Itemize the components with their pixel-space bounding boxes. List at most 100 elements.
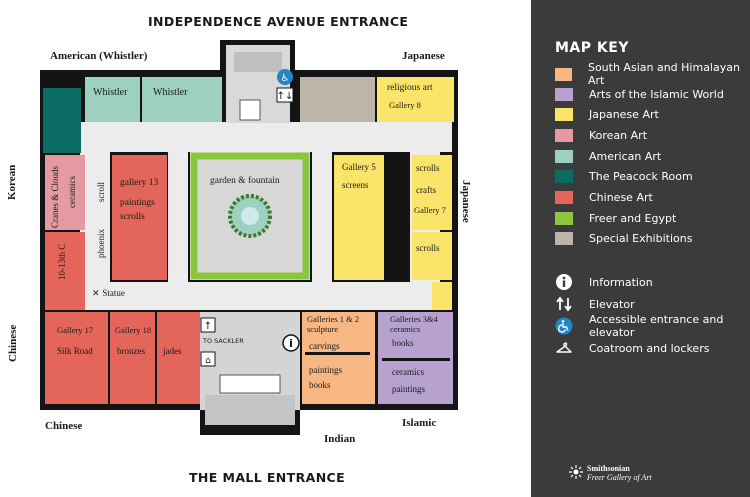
map-key-title: MAP KEY [555,40,629,56]
room-label-scrolls-a: scrolls [416,163,440,173]
label-japanese-right: Japanese [460,180,472,223]
key-row-coatroom: Coatroom and lockers [555,338,709,358]
room-label-gallery-5: Gallery 5 [342,162,376,172]
key-row-south-asian: South Asian and Himalayan Art [555,61,750,87]
key-label-islamic: Arts of the Islamic World [589,87,724,101]
swatch-special [555,231,573,245]
swatch-korean [555,128,573,142]
room-label-gallery-7: Gallery 7 [414,205,446,215]
key-row-japanese: Japanese Art [555,106,659,122]
key-row-accessible: Accessible entrance and elevator [555,313,750,339]
label-indian: Indian [324,433,356,445]
floor-map: ♿ ↑↓ i ↑ ⌂ INDEPENDENCE AVENUE ENTRANCE … [6,14,472,485]
room-peacock [43,88,81,153]
room-label-gallery-8: Gallery 8 [389,100,421,110]
room-gallery-17 [45,312,108,404]
room-whistler-1 [85,77,140,122]
accessible-icon [555,317,573,335]
swatch-japanese [555,107,573,121]
key-label-accessible: Accessible entrance and elevator [589,313,724,339]
room-special-exhibition [300,77,375,122]
corridor-north [80,122,452,152]
room-gallery-18 [110,312,155,404]
swatch-freer-egypt [555,211,573,225]
room-label-ceramics-korean: ceramics [67,176,77,208]
room-label-gallery-18: Gallery 18 [115,325,152,335]
room-label-garden: garden & fountain [210,176,280,186]
key-label-chinese: Chinese Art [589,190,653,204]
key-label-south-asian: South Asian and Himalayan Art [587,61,740,87]
swatch-american [555,149,573,163]
elevator-icon [555,295,573,313]
room-label-crafts: crafts [416,185,436,195]
statue-x-icon: ✕ [92,289,103,299]
smithsonian-logo: Smithsonian Freer Gallery of Art [587,464,652,482]
top-entrance-heading: INDEPENDENCE AVENUE ENTRANCE [148,14,409,29]
map-elevator-icon [276,87,294,103]
statue-text: Statue [102,288,125,298]
swatch-peacock [555,169,573,183]
key-label-information: Information [589,275,653,289]
room-label-paintings-13: paintings [120,198,155,208]
room-label-scrolls-13: scrolls [120,212,145,222]
room-label-sculpture: sculpture [307,324,339,334]
key-row-elevator: Elevator [555,294,635,314]
room-label-scroll: scroll [96,182,106,202]
room-label-gallery-13: gallery 13 [120,178,159,188]
room-label-religious-art: religious art [387,83,433,93]
room-label-books-indian: books [309,380,331,390]
room-label-galleries-1-2: Galleries 1 & 2 [307,314,360,324]
svg-text:i: i [289,337,293,350]
key-row-islamic: Arts of the Islamic World [555,86,724,102]
coat-hanger-icon [555,339,573,357]
room-label-books-islamic: books [392,338,414,348]
map-information-icon [282,334,300,352]
map-coat-hanger-icon [200,351,216,367]
key-label-special: Special Exhibitions [589,231,693,245]
label-japanese-top: Japanese [402,50,445,62]
svg-text:↑: ↑ [204,321,212,332]
svg-text:♿: ♿ [281,73,290,84]
room-label-ceramics-34: ceramics [390,324,421,334]
room-label-galleries-3-4: Galleries 3&4 [390,314,438,324]
key-label-freer-egypt: Freer and Egypt [589,211,677,225]
corridor-south [80,282,452,310]
floor-plan: ♿ ↑↓ i ↑ ⌂ [40,40,458,435]
room-label-carvings: carvings [309,341,340,351]
key-label-american: American Art [589,149,662,163]
room-scrolls-east [412,232,452,280]
svg-text:↑↓: ↑↓ [277,91,294,102]
key-label-japanese: Japanese Art [589,107,659,121]
room-label-scrolls-b: scrolls [416,243,440,253]
key-label-coatroom: Coatroom and lockers [589,341,710,355]
key-row-freer-egypt: Freer and Egypt [555,210,676,226]
label-chinese-left: Chinese [7,324,19,362]
key-row-special: Special Exhibitions [555,230,692,246]
room-cranes-clouds [45,155,85,230]
key-row-chinese: Chinese Art [555,189,653,205]
key-label-korean: Korean Art [589,128,648,142]
room-jades [157,312,200,404]
room-label-cranes-clouds: Cranes & Clouds [50,166,60,228]
swatch-chinese [555,190,573,204]
room-label-paintings-indian: paintings [309,365,342,375]
label-islamic: Islamic [402,417,437,429]
room-whistler-2 [142,77,222,122]
room-label-10-13th-c: 10-13th C [57,243,67,280]
logo-line-2: Freer Gallery of Art [587,473,652,482]
swatch-islamic [555,87,573,101]
key-label-peacock: The Peacock Room [589,169,693,183]
room-label-phoenix: phoenix [96,229,106,258]
room-gallery-13 [112,155,167,280]
key-row-korean: Korean Art [555,127,647,143]
label-american-whistler: American (Whistler) [50,50,148,62]
key-row-american: American Art [555,148,661,164]
room-galleries-1-2 [302,312,375,404]
map-up-arrow-icon [200,317,216,333]
swatch-south-asian [555,67,572,81]
room-gallery-8 [377,77,454,122]
map-accessible-icon [277,69,293,85]
key-row-information: Information [555,272,653,292]
room-label-whistler-1: Whistler [93,87,128,98]
label-chinese-bottom: Chinese [45,420,83,432]
